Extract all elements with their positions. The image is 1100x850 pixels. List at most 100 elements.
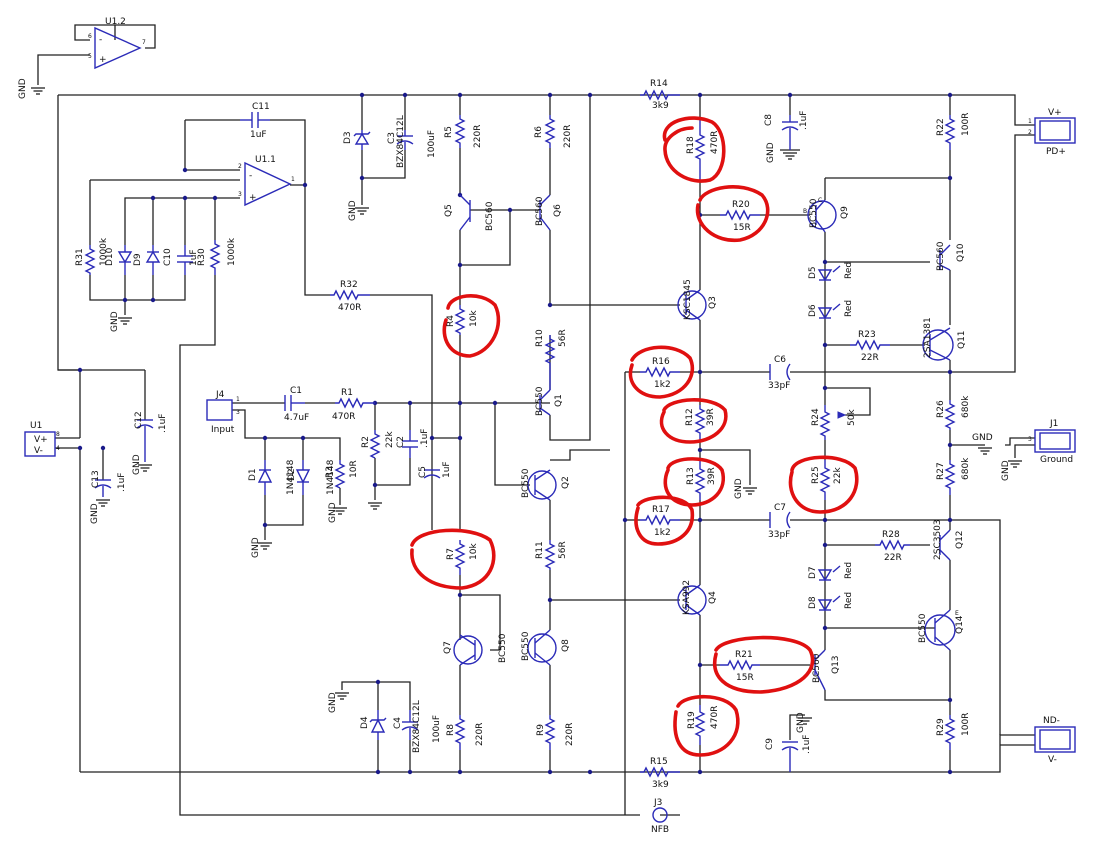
q3-val: KSC1845 (683, 279, 693, 320)
q6-ref: Q6 (553, 204, 563, 217)
highlight-r21 (712, 635, 815, 694)
u1-p4: 4 (56, 445, 60, 452)
r24-body (819, 405, 831, 440)
d9-ref: D9 (133, 253, 143, 266)
highlight-r19 (673, 695, 740, 757)
q5-ref: Q5 (444, 204, 454, 217)
r9-body (544, 715, 556, 750)
r6-ref: R6 (534, 126, 544, 138)
r27-val: 680k (961, 457, 971, 480)
d4-val: BZX84C12L (412, 700, 422, 753)
u1-vp: V+ (34, 435, 48, 445)
q2-ref: Q2 (561, 476, 571, 489)
opamp-u12: U1.2 - + 6 5 7 (88, 17, 146, 70)
r8-val: 220R (475, 723, 485, 746)
r11-body (544, 540, 556, 570)
d3-ref: D3 (343, 131, 353, 144)
c8-val: .1uF (799, 111, 809, 130)
gnd-label-d4: GND (328, 692, 338, 713)
r21-body (720, 659, 760, 671)
j4-p1: 1 (236, 396, 240, 403)
c10-val: 1uF (189, 249, 199, 266)
pin-2: 2 (1028, 129, 1032, 136)
q1-ref: Q1 (554, 394, 564, 407)
transistors (453, 194, 956, 691)
c3-ref: C3 (387, 132, 397, 144)
u12-p6: 6 (88, 33, 92, 40)
r1-ref: R1 (341, 388, 353, 398)
r22-ref: R22 (936, 118, 946, 136)
c5-val: 1uF (442, 461, 452, 478)
r6-val: 220R (563, 125, 573, 148)
q6-val: BC560 (535, 196, 545, 226)
gnd-label-c12: GND (132, 454, 142, 475)
j1-val: Ground (1040, 455, 1073, 465)
r13-body (694, 460, 706, 500)
q12-val: 2SC3503 (933, 519, 943, 560)
r29-ref: R29 (936, 718, 946, 736)
c2-val: .1uF (420, 429, 430, 448)
u12-p7: 7 (142, 39, 146, 46)
r5-ref: R5 (444, 126, 454, 138)
highlight-r17 (634, 495, 695, 546)
gnd-label-u12: GND (18, 78, 28, 99)
r9-val: 220R (565, 723, 575, 746)
highlight-r16 (628, 345, 695, 399)
q7-ref: Q7 (443, 641, 453, 654)
r31-body (84, 245, 96, 275)
r16-body (640, 366, 680, 378)
q9-val: BC550 (809, 198, 819, 228)
q7-val: BC550 (498, 633, 508, 663)
r13-ref: R13 (686, 467, 696, 485)
q12-ref: Q12 (955, 530, 965, 549)
connectors (206, 117, 1076, 823)
gnd-label-c8: GND (766, 142, 776, 163)
jp-plus-val: PD+ (1046, 147, 1066, 157)
q5-val: BC560 (485, 201, 495, 231)
d5-ref: D5 (808, 266, 818, 279)
d1-ref: D1 (248, 468, 258, 481)
q8-ref: Q8 (561, 639, 571, 652)
r25-body (819, 460, 831, 500)
d1-val: 1N4148 (286, 459, 296, 495)
q13-ref: Q13 (831, 655, 841, 674)
r28-body (875, 539, 910, 551)
r24-val: 50k (847, 409, 857, 426)
r3-ref: R3 (325, 466, 335, 478)
q10-ref: Q10 (956, 243, 966, 262)
r4-val: 10k (469, 310, 479, 327)
r10-ref: R10 (535, 329, 545, 347)
d2-ref: D2 (287, 468, 297, 481)
r4-body (454, 305, 466, 335)
d5-val: Red (844, 262, 854, 279)
r11-val: 56R (558, 541, 568, 559)
highlight-r25 (788, 455, 859, 514)
u11-p3: 3 (238, 191, 242, 198)
wires (37, 24, 1035, 816)
r6-body (544, 115, 556, 148)
r7-val: 10k (469, 543, 479, 560)
c5-ref: C5 (418, 466, 428, 478)
u1-p8: 8 (56, 431, 60, 438)
highlight-r12 (659, 398, 728, 444)
r16-val: 1k2 (654, 380, 671, 390)
jp-plus-ref: V+ (1048, 108, 1062, 118)
r17-ref: R17 (652, 505, 670, 515)
c13-val: .1uF (117, 473, 127, 492)
ground-labels: GND GND GND GND GND GND GND GND GND GND … (18, 78, 1011, 733)
r2-val: 22k (385, 431, 395, 448)
r22-val: 100R (961, 113, 971, 136)
tr-e: E (955, 610, 959, 617)
r8-body (454, 715, 466, 750)
c12-ref: C12 (134, 411, 144, 429)
r4-ref: R4 (446, 315, 456, 327)
r15-body (640, 766, 680, 778)
d8-ref: D8 (808, 596, 818, 609)
c8-ref: C8 (764, 114, 774, 126)
c11-ref: C11 (252, 102, 270, 112)
q9-ref: Q9 (840, 206, 850, 219)
highlight-r13 (663, 457, 726, 507)
r9-ref: R9 (536, 724, 546, 736)
r17-body (640, 514, 680, 526)
r1-body (335, 397, 375, 409)
